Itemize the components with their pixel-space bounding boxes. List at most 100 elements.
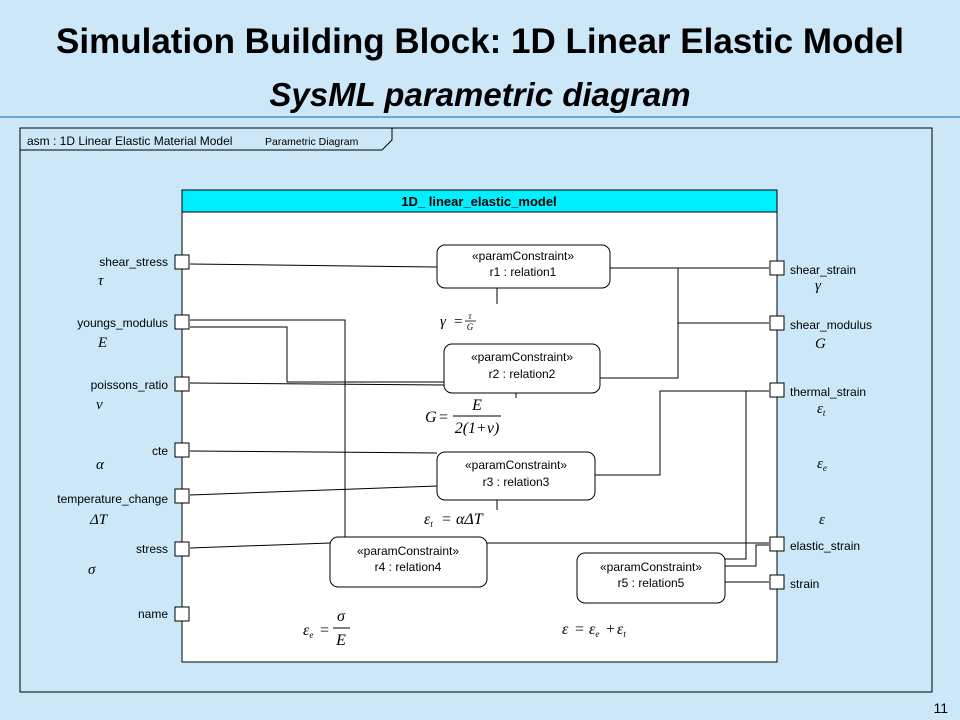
constraint-r3-box[interactable] — [436, 451, 596, 501]
port-label-shear-modulus: shear_modulus — [790, 318, 872, 332]
symbol-epsilon-e-sub: e — [823, 463, 827, 473]
connector-shear-stress-r1 — [189, 263, 438, 268]
symbol-epsilon: ε — [819, 512, 825, 528]
frame-label-kind: Parametric Diagram — [265, 136, 359, 148]
title-divider — [0, 116, 960, 118]
connector-r3-thermal — [595, 390, 769, 476]
symbol-sigma: σ — [88, 562, 96, 578]
connector-cte-r3 — [189, 450, 438, 454]
left-port-labels: shear_stress youngs_modulus poissons_rat… — [57, 255, 168, 621]
port-cte[interactable] — [174, 442, 190, 458]
eq5-term-b-sub: t — [623, 629, 626, 639]
port-label-poissons-ratio: poissons_ratio — [91, 378, 169, 392]
symbol-tau: τ — [98, 273, 104, 289]
port-shear-modulus[interactable] — [769, 315, 785, 331]
port-stress[interactable] — [174, 541, 190, 557]
symbol-delta-t: ΔT — [89, 512, 109, 528]
eq3-rhs: αΔT — [456, 511, 484, 528]
constraint-r1-label: r1 : relation1 — [490, 265, 557, 279]
port-label-strain: strain — [790, 577, 819, 591]
port-youngs-modulus[interactable] — [174, 314, 190, 330]
symbol-epsilon-t-base: ε — [817, 401, 823, 417]
eq4-lhs-base: ε — [303, 622, 310, 639]
block-name: 1D_ linear_elastic_model — [401, 194, 556, 209]
constraint-r1-box[interactable] — [436, 244, 611, 289]
frame-label-tab — [20, 128, 393, 151]
symbol-nu: ν — [96, 397, 103, 413]
eq3-equals: = — [442, 511, 451, 528]
eq1-numerator: τ — [468, 311, 472, 321]
equation-3: εt = αΔT — [424, 511, 484, 529]
connector-elastic-r5 — [725, 544, 769, 567]
symbol-gamma: γ — [815, 278, 822, 294]
constraint-r4[interactable]: «paramConstraint» r4 : relation4 — [329, 536, 488, 588]
eq5-equals: = — [575, 621, 584, 638]
eq3-lhs-sub: t — [430, 519, 433, 529]
symbol-epsilon-e: εe — [817, 456, 827, 473]
eq2-equals: = — [439, 409, 448, 426]
port-shear-strain[interactable] — [769, 260, 785, 276]
port-label-name: name — [138, 607, 168, 621]
port-temperature-change[interactable] — [174, 488, 190, 504]
constraint-r3[interactable]: «paramConstraint» r3 : relation3 — [436, 451, 596, 501]
port-name[interactable] — [174, 606, 190, 622]
connector-stress-r4 — [189, 542, 331, 549]
port-thermal-strain[interactable] — [769, 382, 785, 398]
connector-thermal-r5 — [725, 390, 769, 560]
port-shear-stress[interactable] — [174, 254, 190, 270]
symbol-epsilon-t-sub: t — [823, 408, 826, 418]
eq5-term-b: εt — [617, 621, 626, 639]
eq4-denominator: E — [335, 632, 346, 649]
constraint-r5-box[interactable] — [576, 552, 726, 604]
constraint-r3-stereotype: «paramConstraint» — [465, 458, 567, 472]
frame-label-main: asm : 1D Linear Elastic Material Model — [27, 134, 232, 148]
port-label-stress: stress — [136, 542, 168, 556]
constraint-r5[interactable]: «paramConstraint» r5 : relation5 — [576, 552, 726, 604]
equation-4: εe = σ E — [303, 608, 350, 649]
port-label-thermal-strain: thermal_strain — [790, 385, 866, 399]
constraint-r3-label: r3 : relation3 — [483, 475, 550, 489]
eq4-equals: = — [320, 622, 329, 639]
constraint-r5-label: r5 : relation5 — [618, 576, 685, 590]
right-port-symbols: γ G εt εe ε — [815, 278, 827, 528]
eq1-lhs: γ — [440, 314, 447, 330]
port-label-cte: cte — [152, 444, 168, 458]
connector-temp-r3 — [189, 485, 438, 496]
symbol-epsilon-t: εt — [817, 401, 826, 418]
constraint-r2-box[interactable] — [443, 343, 601, 394]
slide-subtitle: SysML parametric diagram — [269, 76, 691, 113]
constraint-r4-stereotype: «paramConstraint» — [357, 544, 459, 558]
symbol-epsilon-e-base: ε — [817, 456, 823, 472]
eq5-plus: + — [606, 621, 615, 638]
symbol-youngs-e: E — [97, 335, 107, 351]
symbol-alpha: α — [96, 457, 105, 473]
eq5-term-a-base: ε — [589, 621, 596, 638]
block-header — [181, 189, 778, 213]
constraint-r4-box[interactable] — [329, 536, 488, 588]
constraint-r2[interactable]: «paramConstraint» r2 : relation2 — [443, 343, 601, 394]
port-strain[interactable] — [769, 574, 785, 590]
eq2-denominator: 2(1+ν) — [455, 420, 500, 437]
symbol-shear-modulus-g: G — [815, 336, 826, 352]
eq4-lhs: εe — [303, 622, 313, 640]
slide-title: Simulation Building Block: 1D Linear Ela… — [56, 22, 904, 61]
constraint-r1[interactable]: «paramConstraint» r1 : relation1 — [436, 244, 611, 289]
port-poissons-ratio[interactable] — [174, 376, 190, 392]
equation-5: ε = εe + εt — [562, 621, 626, 639]
right-port-labels: shear_strain shear_modulus thermal_strai… — [790, 263, 872, 591]
connector-poissons-r2 — [189, 382, 445, 386]
eq4-numerator: σ — [337, 608, 346, 625]
eq4-lhs-sub: e — [309, 630, 313, 640]
port-label-elastic-strain: elastic_strain — [790, 539, 860, 553]
equation-1: γ = τ G — [440, 311, 476, 332]
port-elastic-strain[interactable] — [769, 536, 785, 552]
port-label-temperature-change: temperature_change — [57, 492, 168, 506]
eq5-term-a-sub: e — [595, 629, 599, 639]
right-ports — [769, 260, 785, 590]
eq2-lhs: G — [425, 409, 437, 426]
eq1-equals: = — [454, 314, 462, 330]
eq3-lhs: εt — [424, 511, 433, 529]
constraint-r4-label: r4 : relation4 — [375, 560, 442, 574]
connector-youngs-r4 — [190, 319, 346, 537]
page-number: 11 — [933, 700, 948, 716]
